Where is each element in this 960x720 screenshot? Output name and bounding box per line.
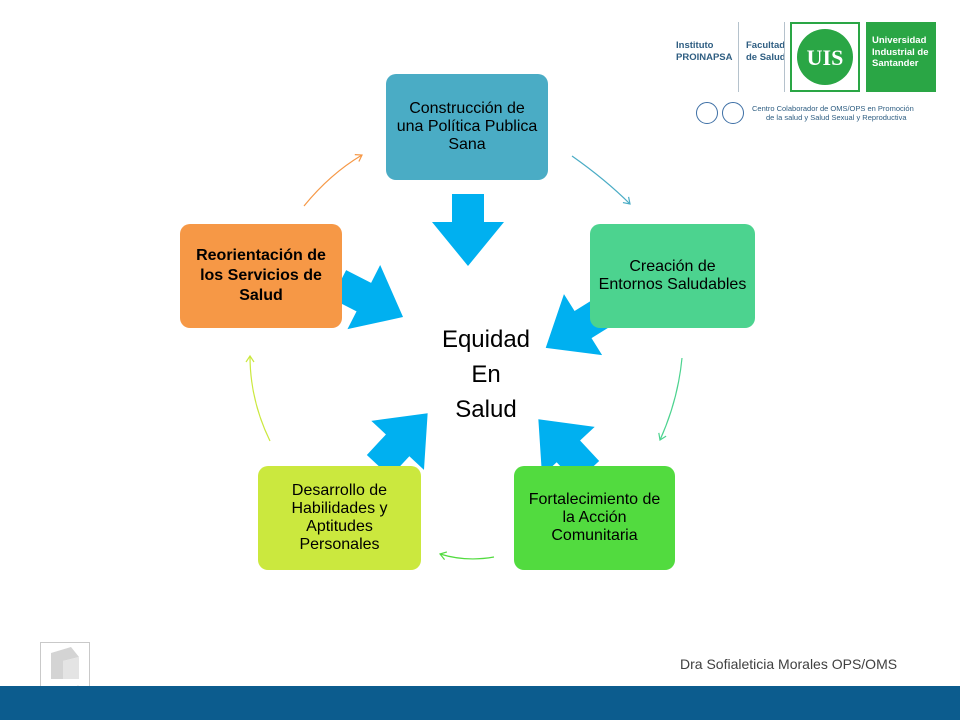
logo-divider xyxy=(738,22,739,92)
node-policy-label: Construcción de una Política Publica San… xyxy=(396,100,538,153)
author-credit: Dra Sofialeticia Morales OPS/OMS xyxy=(680,656,898,672)
footer-band xyxy=(0,686,960,720)
institute-line-2: PROINAPSA xyxy=(676,52,733,63)
logo-divider xyxy=(784,22,785,92)
accreditation-emblem-icon xyxy=(51,647,79,679)
node-policy: Construcción de una Política Publica San… xyxy=(386,74,548,180)
university-line-1: Universidad xyxy=(872,35,927,46)
inward-arrow-top xyxy=(432,194,504,266)
collab-line-2: de la salud y Salud Sexual y Reproductiv… xyxy=(766,113,907,122)
collab-center-label: Centro Colaborador de OMS/OPS en Promoci… xyxy=(752,104,914,122)
faculty-line-2: de Salud xyxy=(746,52,786,63)
inward-arrow-left xyxy=(331,265,404,330)
seal-text: UIS xyxy=(807,45,844,70)
node-services: Reorientación de los Servicios de Salud xyxy=(180,224,342,328)
cycle-arrow-community-to-skills xyxy=(438,551,495,560)
node-skills-label: Desarrollo de Habilidades y Aptitudes Pe… xyxy=(291,482,388,553)
faculty-logo: Facultad de Salud xyxy=(746,40,786,64)
cycle-arrow-skills-to-services xyxy=(245,354,271,442)
node-community: Fortalecimiento de la Acción Comunitaria xyxy=(514,466,675,570)
paho-emblem-icon xyxy=(696,102,718,124)
center-line-2: En xyxy=(471,361,501,388)
cycle-arrow-policy-to-environments xyxy=(571,155,631,205)
proinapsa-logo: Instituto PROINAPSA xyxy=(676,40,732,64)
center-label: Equidad En Salud xyxy=(426,322,546,427)
institute-line-1: Instituto xyxy=(676,40,714,51)
cycle-arrow-environments-to-community xyxy=(658,357,683,441)
inward-arrow-bottom-left xyxy=(366,413,428,477)
who-emblem-icon xyxy=(722,102,744,124)
faculty-line-1: Facultad xyxy=(746,40,786,51)
cycle-arrow-services-to-policy xyxy=(303,154,363,207)
node-skills: Desarrollo de Habilidades y Aptitudes Pe… xyxy=(258,466,421,570)
uis-seal-icon: UIS xyxy=(797,29,853,85)
university-name-logo: Universidad Industrial de Santander xyxy=(866,22,936,92)
node-services-label: Reorientación de los Servicios de Salud xyxy=(196,247,326,304)
node-environments: Creación de Entornos Saludables xyxy=(590,224,755,328)
uis-seal-logo: UIS xyxy=(790,22,860,92)
node-community-label: Fortalecimiento de la Acción Comunitaria xyxy=(528,491,661,544)
university-line-2: Industrial de xyxy=(872,46,929,58)
center-line-3: Salud xyxy=(455,396,517,423)
center-line-1: Equidad xyxy=(441,326,531,353)
collab-line-1: Centro Colaborador de OMS/OPS en Promoci… xyxy=(752,104,914,113)
node-environments-label: Creación de Entornos Saludables xyxy=(598,258,747,293)
university-line-3: Santander xyxy=(872,58,919,69)
